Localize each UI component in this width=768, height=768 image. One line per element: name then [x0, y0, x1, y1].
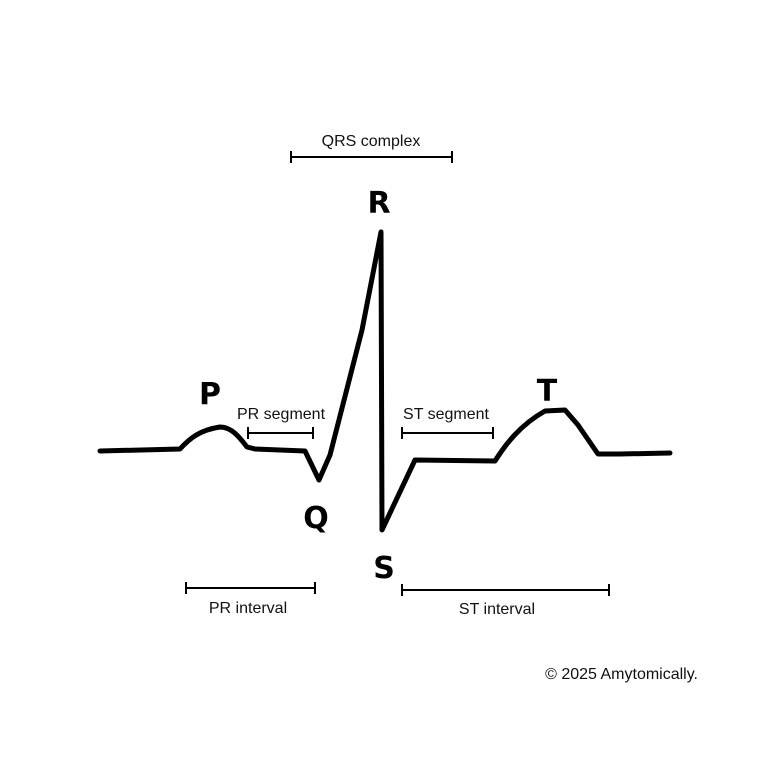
st-segment-bracket	[401, 427, 494, 439]
st-interval-bracket	[401, 584, 610, 596]
copyright-notice: © 2025 Amytomically.	[545, 666, 698, 683]
st-interval-label: ST interval	[459, 601, 535, 618]
s-wave-label: S	[373, 551, 395, 586]
q-wave-label: Q	[303, 501, 329, 536]
r-wave-label: R	[367, 186, 390, 221]
ecg-trace	[97, 229, 673, 533]
pr-interval-bracket	[185, 582, 316, 594]
t-wave-label: T	[537, 374, 558, 409]
st-segment-label: ST segment	[403, 406, 490, 423]
pr-segment-bracket	[247, 427, 314, 439]
p-wave-label: P	[199, 377, 221, 412]
pr-interval-label: PR interval	[209, 600, 287, 617]
qrs-complex-label: QRS complex	[322, 133, 421, 150]
qrs-complex-bracket	[290, 151, 453, 163]
pr-segment-label: PR segment	[237, 406, 326, 423]
